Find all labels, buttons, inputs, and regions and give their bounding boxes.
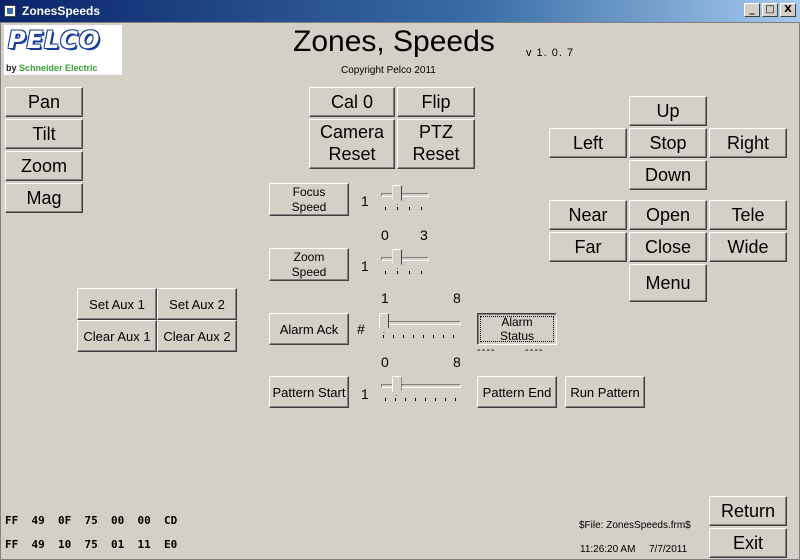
copyright-label: Copyright Pelco 2011 — [341, 65, 436, 76]
alarm-status-line2: Status — [499, 329, 535, 343]
mag-button[interactable]: Mag — [5, 183, 83, 213]
slider-ticks — [385, 207, 425, 210]
zoom-speed-value: 1 — [361, 258, 369, 274]
up-button[interactable]: Up — [629, 96, 707, 126]
alarm-number-label: # — [357, 321, 365, 337]
slider-track — [381, 257, 429, 261]
down-button[interactable]: Down — [629, 160, 707, 190]
focus-speed-slider[interactable] — [381, 185, 429, 211]
pattern-range-max: 8 — [453, 354, 461, 370]
date-label: 7/7/2011 — [649, 544, 688, 555]
wide-button[interactable]: Wide — [709, 232, 787, 262]
maximize-button[interactable]: □ — [762, 3, 778, 17]
app-window-icon — [4, 5, 16, 17]
alarm-status-line1: Alarm — [501, 314, 533, 329]
zoom-speed-line2: Speed — [291, 264, 327, 279]
time-label: 11:26:20 AM — [580, 544, 636, 555]
open-button[interactable]: Open — [629, 200, 707, 230]
pattern-number-slider[interactable] — [381, 376, 461, 402]
pattern-end-button[interactable]: Pattern End — [477, 376, 557, 408]
alarm-status-left-dashes: ---- — [477, 344, 496, 356]
window-controls: _ □ X — [744, 3, 796, 17]
alarm-status-button[interactable]: Alarm Status — [477, 313, 557, 345]
zoom-range-min: 1 — [381, 290, 389, 306]
alarm-ack-button[interactable]: Alarm Ack — [269, 313, 349, 345]
form-client-area: PELCO by Schneider Electric Zones, Speed… — [0, 22, 800, 560]
title-bar[interactable]: ZonesSpeeds _ □ X — [0, 0, 800, 22]
left-button[interactable]: Left — [549, 128, 627, 158]
far-button[interactable]: Far — [549, 232, 627, 262]
slider-track — [379, 321, 461, 325]
focus-range-min: 0 — [381, 227, 389, 243]
ptz-reset-line1: PTZ — [419, 122, 453, 143]
tilt-button[interactable]: Tilt — [5, 119, 83, 149]
schneider-tagline: by Schneider Electric — [6, 63, 98, 73]
camera-reset-line2: Reset — [328, 144, 376, 164]
clear-aux-1-button[interactable]: Clear Aux 1 — [77, 320, 157, 352]
ptz-reset-button[interactable]: PTZ Reset — [397, 119, 475, 169]
page-title: Zones, Speeds — [293, 25, 495, 58]
camera-reset-button[interactable]: Camera Reset — [309, 119, 395, 169]
zoom-speed-line1: Zoom — [293, 250, 325, 265]
flip-button[interactable]: Flip — [397, 87, 475, 117]
ptz-reset-line2: Reset — [412, 144, 460, 164]
tele-button[interactable]: Tele — [709, 200, 787, 230]
slider-ticks — [385, 398, 457, 401]
slider-thumb[interactable] — [392, 249, 403, 269]
alarm-number-slider[interactable] — [379, 313, 461, 339]
window-title: ZonesSpeeds — [22, 4, 101, 18]
pelco-wordmark: PELCO — [8, 26, 101, 54]
version-label: v 1. 0. 7 — [526, 47, 575, 59]
set-aux-2-button[interactable]: Set Aux 2 — [157, 288, 237, 320]
run-pattern-button[interactable]: Run Pattern — [565, 376, 645, 408]
focus-speed-button[interactable]: Focus Speed — [269, 183, 349, 216]
slider-ticks — [385, 271, 425, 274]
slider-thumb[interactable] — [379, 313, 389, 333]
schneider-name: Schneider Electric — [19, 63, 98, 73]
hex-command-line-2: FF 49 10 75 01 11 E0 — [5, 538, 178, 551]
clear-aux-2-button[interactable]: Clear Aux 2 — [157, 320, 237, 352]
return-button[interactable]: Return — [709, 496, 787, 526]
zoom-range-max: 8 — [453, 290, 461, 306]
stop-button[interactable]: Stop — [629, 128, 707, 158]
focus-speed-line2: Speed — [291, 199, 327, 214]
zoom-speed-slider[interactable] — [381, 249, 429, 275]
pattern-start-button[interactable]: Pattern Start — [269, 376, 349, 408]
camera-reset-line1: Camera — [319, 122, 385, 143]
focus-speed-line1: Focus — [292, 185, 326, 200]
menu-button[interactable]: Menu — [629, 264, 707, 302]
slider-thumb[interactable] — [392, 185, 403, 205]
slider-ticks — [383, 335, 457, 338]
focus-speed-value: 1 — [361, 193, 369, 209]
file-label: $File: ZonesSpeeds.frm$ — [579, 520, 691, 531]
cal0-button[interactable]: Cal 0 — [309, 87, 395, 117]
slider-thumb[interactable] — [391, 376, 402, 396]
alarm-status-right-dashes: ---- — [525, 344, 544, 356]
pelco-logo: PELCO by Schneider Electric — [4, 25, 122, 75]
zoom-speed-button[interactable]: Zoom Speed — [269, 248, 349, 281]
zoom-button[interactable]: Zoom — [5, 151, 83, 181]
set-aux-1-button[interactable]: Set Aux 1 — [77, 288, 157, 320]
exit-button[interactable]: Exit — [709, 528, 787, 558]
focus-range-max: 3 — [420, 227, 428, 243]
hex-command-line-1: FF 49 0F 75 00 00 CD — [5, 514, 178, 527]
right-button[interactable]: Right — [709, 128, 787, 158]
close-button[interactable]: X — [780, 3, 796, 17]
by-prefix: by — [6, 63, 20, 73]
pattern-number-value: 1 — [361, 386, 369, 402]
pattern-range-min: 0 — [381, 354, 389, 370]
pan-button[interactable]: Pan — [5, 87, 83, 117]
slider-track — [381, 193, 429, 197]
minimize-button[interactable]: _ — [744, 3, 760, 17]
close-iris-button[interactable]: Close — [629, 232, 707, 262]
slider-track — [381, 384, 461, 388]
near-button[interactable]: Near — [549, 200, 627, 230]
